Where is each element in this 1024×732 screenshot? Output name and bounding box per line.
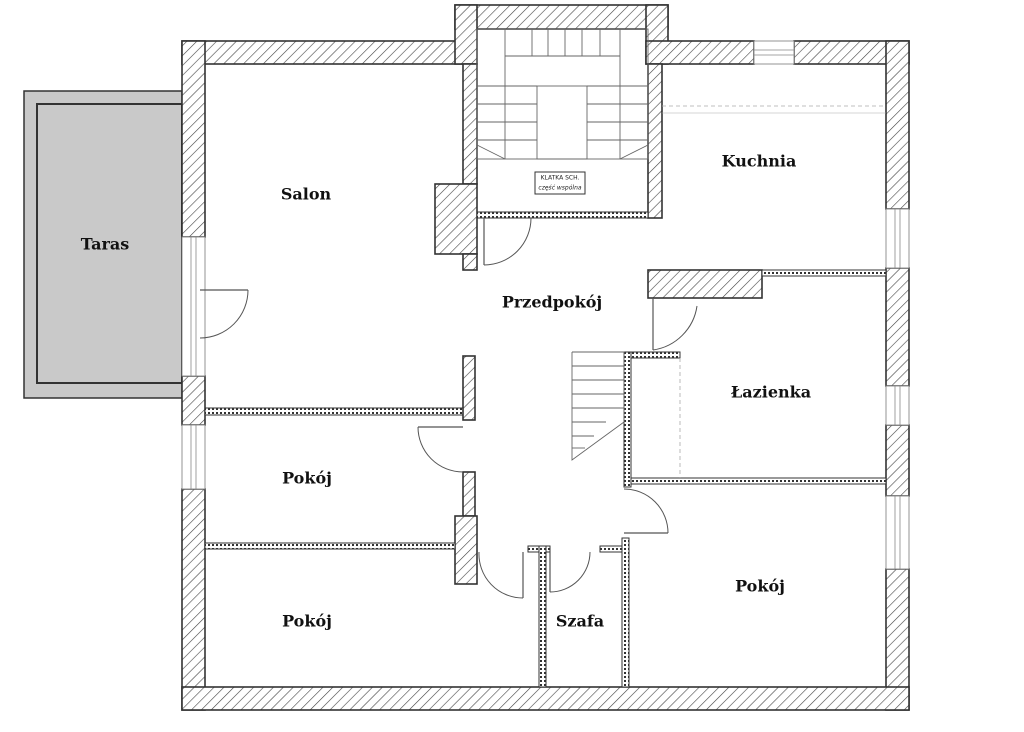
staircase	[476, 28, 886, 478]
label-pokoj-right: Pokój	[735, 577, 785, 596]
label-taras: Taras	[81, 235, 130, 254]
label-szafa: Szafa	[556, 612, 604, 631]
label-przedpokoj: Przedpokój	[502, 293, 602, 312]
terrace	[23, 90, 183, 399]
stairwell-sign: KLATKA SCH. część wspólna	[534, 171, 586, 195]
outer-walls	[181, 4, 910, 711]
label-kuchnia: Kuchnia	[722, 152, 797, 171]
label-lazienka: Łazienka	[731, 383, 811, 402]
label-pokoj-lower-left: Pokój	[282, 612, 332, 631]
label-salon: Salon	[281, 185, 332, 204]
room-labels: Taras Salon Kuchnia Przedpokój Łazienka …	[81, 152, 811, 631]
stairwell-sign-title: KLATKA SCH.	[541, 175, 580, 182]
interior-walls	[204, 63, 887, 688]
windows	[181, 40, 910, 570]
doors	[199, 217, 698, 599]
stairwell-sign-subtitle: część wspólna	[538, 185, 581, 192]
label-pokoj-upper-left: Pokój	[282, 469, 332, 488]
